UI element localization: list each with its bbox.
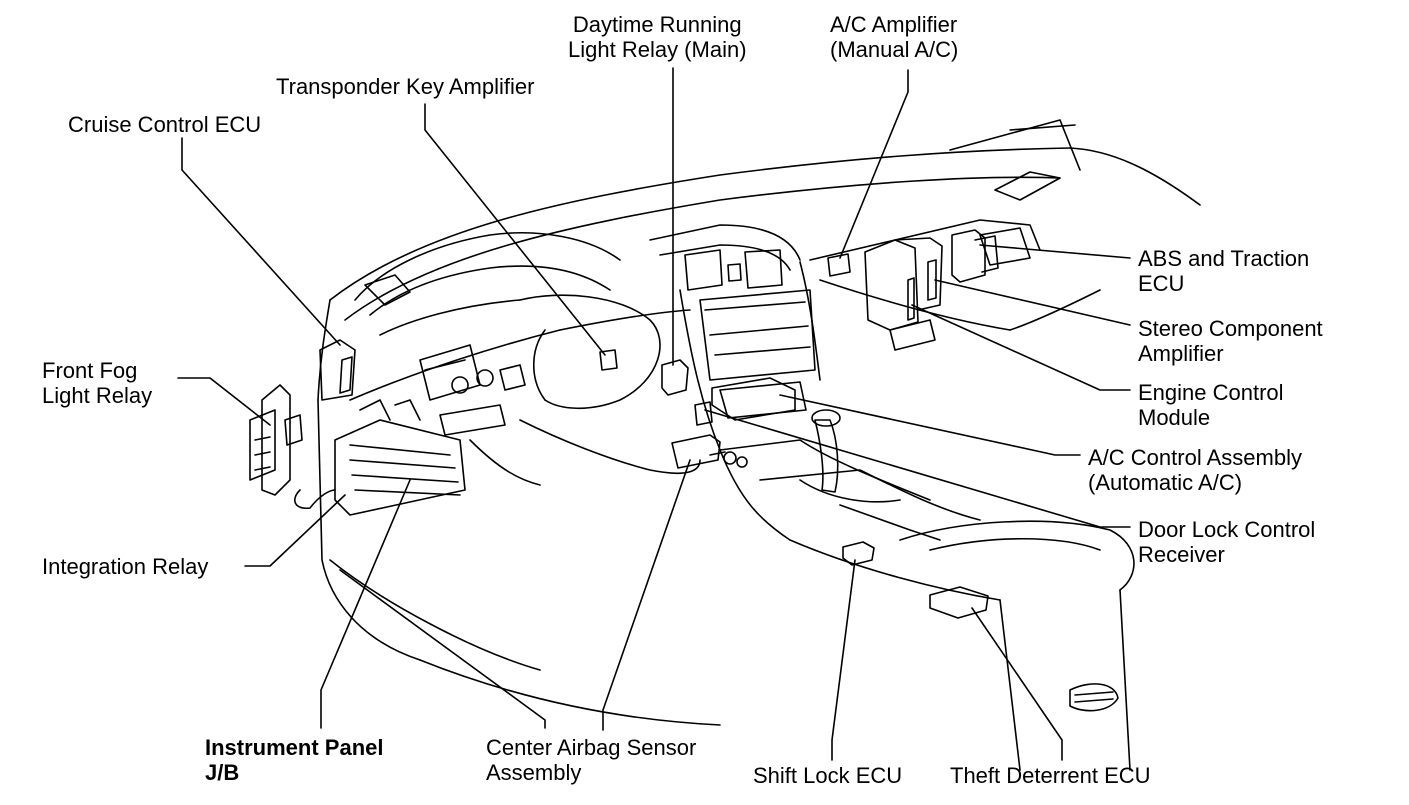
label-center-airbag-sensor: Center Airbag Sensor Assembly [486, 735, 696, 785]
leader-lines [177, 67, 1131, 761]
label-transponder-key-amplifier: Transponder Key Amplifier [276, 74, 534, 99]
label-line: J/B [205, 760, 240, 785]
label-line: Light Relay (Main) [568, 37, 747, 62]
label-line: Shift Lock ECU [753, 763, 903, 788]
label-stereo-component-amplifier: Stereo Component Amplifier [1138, 316, 1323, 366]
label-line: (Manual A/C) [830, 37, 959, 62]
label-line: A/C Control Assembly [1088, 445, 1302, 470]
label-ac-control-assembly: A/C Control Assembly (Automatic A/C) [1088, 445, 1302, 495]
label-line: ECU [1138, 271, 1185, 296]
label-instrument-panel-jb: Instrument Panel J/B [205, 735, 383, 785]
label-line: Amplifier [1138, 341, 1224, 366]
label-door-lock-control-receiver: Door Lock Control Receiver [1138, 517, 1315, 567]
label-line: Module [1138, 405, 1211, 430]
label-shift-lock-ecu: Shift Lock ECU [753, 763, 902, 788]
label-line: (Automatic A/C) [1088, 470, 1243, 495]
label-line: Front Fog [42, 358, 138, 383]
label-line: Stereo Component [1138, 316, 1323, 341]
center-stack [649, 219, 1135, 771]
dashboard-outline [317, 119, 1201, 726]
label-line: Assembly [486, 760, 582, 785]
label-line: Transponder Key Amplifier [276, 74, 535, 99]
label-line: Cruise Control ECU [68, 112, 262, 137]
label-line: Center Airbag Sensor [486, 735, 697, 760]
label-daytime-running-light-relay: Daytime Running Light Relay (Main) [568, 12, 747, 62]
label-cruise-control-ecu: Cruise Control ECU [68, 112, 261, 137]
label-line: ABS and Traction [1138, 246, 1310, 271]
label-line: Instrument Panel [205, 735, 384, 760]
label-line: Door Lock Control [1138, 517, 1316, 542]
label-line: Light Relay [42, 383, 153, 408]
label-line: Receiver [1138, 542, 1225, 567]
components [249, 229, 999, 619]
label-engine-control-module: Engine Control Module [1138, 380, 1284, 430]
label-theft-deterrent-ecu: Theft Deterrent ECU [950, 763, 1151, 788]
label-front-fog-light-relay: Front Fog Light Relay [42, 358, 152, 408]
label-line: Integration Relay [42, 554, 209, 579]
label-line: Engine Control [1138, 380, 1284, 405]
label-line: A/C Amplifier [830, 12, 958, 37]
label-integration-relay: Integration Relay [42, 554, 208, 579]
label-abs-traction-ecu: ABS and Traction ECU [1138, 246, 1309, 296]
label-line: Daytime Running [572, 12, 742, 37]
label-ac-amplifier-manual: A/C Amplifier (Manual A/C) [830, 12, 958, 62]
label-line: Theft Deterrent ECU [950, 763, 1151, 788]
